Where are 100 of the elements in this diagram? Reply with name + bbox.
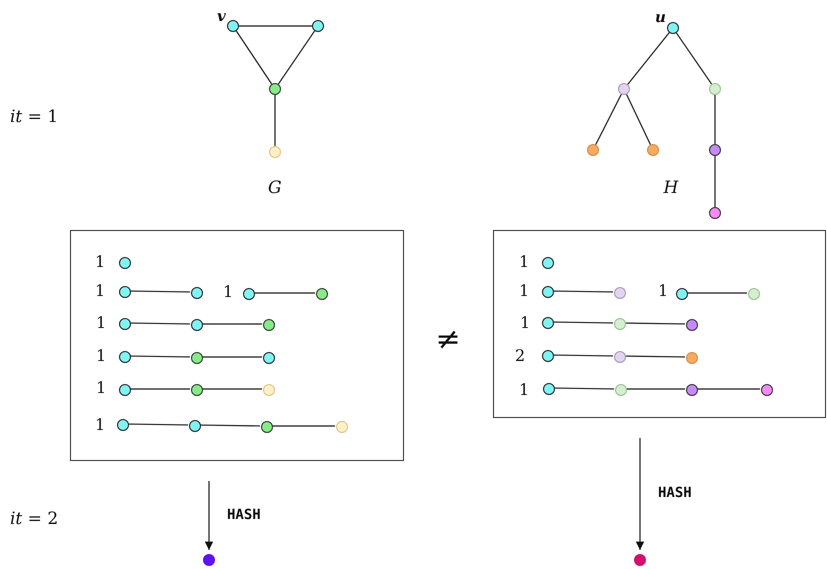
- graph-edge: [676, 32, 712, 84]
- graph-vertex: [618, 83, 630, 95]
- path-set-box: [493, 230, 826, 418]
- graph-vertex: [243, 288, 255, 300]
- graph-edge: [625, 322, 685, 325]
- graph-edge: [236, 30, 272, 84]
- graph-edge: [626, 94, 651, 145]
- graph-vertex: [542, 317, 554, 329]
- path-set-box: [70, 230, 404, 461]
- path-count: 1: [95, 417, 106, 433]
- graph-vertex: [676, 288, 688, 300]
- graph-vertex: [119, 257, 131, 269]
- graph-vertex: [614, 318, 626, 330]
- graph-vertex: [336, 421, 348, 433]
- arrow: [636, 438, 644, 550]
- path-count: 1: [96, 348, 106, 364]
- graph-vertex: [263, 319, 275, 331]
- graph-vertex: [542, 350, 554, 362]
- graph-vertex: [227, 20, 239, 32]
- graph-edge: [130, 355, 190, 358]
- graph-vertex: [614, 287, 626, 299]
- graph-vertex: [647, 144, 659, 156]
- graph-edge: [130, 322, 190, 325]
- edge-label: HASH: [658, 486, 692, 500]
- graph-vertex: [667, 22, 679, 34]
- graph-edge: [553, 354, 613, 357]
- graph-vertex: [191, 287, 203, 299]
- graph-edge: [202, 388, 262, 390]
- graph-vertex: [119, 351, 131, 363]
- graph-edge: [687, 292, 747, 294]
- path-count: 1: [519, 283, 530, 299]
- graph-vertex: [269, 146, 281, 158]
- path-count: 1: [519, 382, 530, 398]
- graph-edge: [130, 388, 190, 390]
- not-equal-sign: ≠: [436, 325, 461, 355]
- path-count: 1: [223, 284, 234, 300]
- graph-vertex: [543, 383, 555, 395]
- graph-name: G: [268, 180, 282, 196]
- path-count: 1: [96, 380, 106, 396]
- graph-vertex: [263, 352, 275, 364]
- graph-vertex: [191, 384, 203, 396]
- path-count: 2: [515, 348, 526, 364]
- graph-edge: [202, 323, 262, 325]
- graph-vertex: [542, 286, 554, 298]
- graph-edge: [130, 290, 190, 293]
- graph-edge: [239, 25, 312, 27]
- graph-edge: [627, 32, 670, 85]
- graph-vertex: [117, 419, 129, 431]
- graph-edge: [202, 356, 262, 358]
- graph-vertex: [189, 420, 201, 432]
- graph-vertex: [686, 384, 698, 396]
- graph-edge: [200, 424, 260, 427]
- graph-vertex: [191, 352, 203, 364]
- graph-edge: [553, 321, 613, 324]
- graph-edge: [554, 387, 614, 390]
- graph-vertex: [748, 288, 760, 300]
- graph-vertex: [709, 207, 721, 219]
- arrow: [204, 481, 214, 550]
- graph-edge: [626, 388, 685, 390]
- graph-edge: [625, 355, 685, 358]
- path-count: 1: [658, 283, 668, 299]
- graph-edge: [714, 95, 716, 144]
- graph-vertex: [614, 351, 626, 363]
- graph-vertex: [269, 83, 281, 95]
- graph-vertex: [686, 352, 698, 364]
- graph-vertex: [709, 83, 721, 95]
- graph-vertex: [615, 384, 627, 396]
- graph-vertex: [709, 144, 721, 156]
- path-count: 1: [96, 315, 106, 331]
- graph-vertex: [261, 421, 273, 433]
- path-count: 1: [95, 254, 106, 270]
- graph-edge: [553, 290, 613, 293]
- graph-edge: [595, 94, 622, 145]
- path-count: 1: [519, 254, 530, 270]
- graph-vertex: [119, 318, 131, 330]
- graph-edge: [254, 292, 315, 294]
- vertex-label: v: [217, 9, 226, 24]
- graph-edge: [278, 30, 316, 84]
- hash-dot: [203, 554, 215, 566]
- path-count: 1: [520, 315, 530, 331]
- graph-vertex: [316, 288, 328, 300]
- vertex-label: u: [655, 10, 666, 25]
- graph-vertex: [191, 319, 203, 331]
- graph-edge: [697, 388, 760, 390]
- iteration-label: it = 2: [10, 510, 58, 528]
- graph-vertex: [761, 384, 773, 396]
- edge-label: HASH: [227, 508, 261, 522]
- graph-vertex: [542, 257, 554, 269]
- graph-edge: [274, 95, 276, 146]
- graph-vertex: [263, 384, 275, 396]
- graph-edge: [128, 423, 188, 426]
- graph-vertex: [686, 319, 698, 331]
- graph-vertex: [312, 20, 324, 32]
- graph-vertex: [119, 286, 131, 298]
- path-count: 1: [95, 283, 106, 299]
- graph-name: H: [664, 180, 678, 196]
- hash-dot: [634, 554, 646, 566]
- iteration-label: it = 1: [10, 108, 58, 126]
- graph-edge: [272, 425, 335, 427]
- graph-edge: [714, 156, 716, 207]
